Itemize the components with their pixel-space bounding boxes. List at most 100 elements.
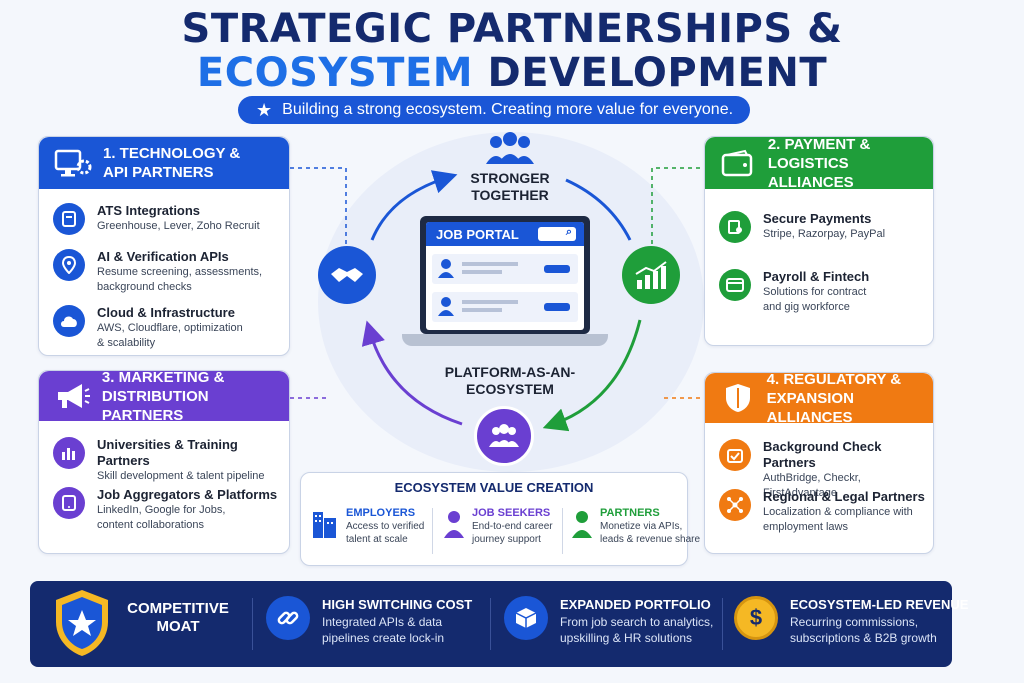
moat-desc: From job search to analytics, [560, 615, 714, 629]
marketing-title-1: 3. MARKETING & [101, 368, 225, 386]
technology-header: 1. TECHNOLOGY & API PARTNERS [39, 137, 289, 189]
stronger-together-label: STRONGER TOGETHER [440, 170, 580, 204]
value-desc: Access to verified [346, 521, 425, 532]
bar-chart-icon [53, 437, 85, 469]
value-title: JOB SEEKERS [472, 507, 551, 519]
item-desc: AWS, Cloudflare, optimization [97, 322, 243, 334]
platform-line2: ECOSYSTEM [466, 381, 554, 397]
stronger-text: STRONGER [470, 170, 550, 186]
item-desc: Localization & compliance with [763, 506, 913, 518]
divider [252, 598, 253, 650]
value-desc-2: talent at scale [346, 534, 408, 545]
search-field: ⌕ [538, 226, 576, 241]
value-desc: End-to-end career [472, 521, 553, 532]
moat-expanded-portfolio: EXPANDED PORTFOLIO From job search to ana… [504, 596, 713, 646]
growth-chart-icon [622, 246, 680, 304]
technology-partners-card: 1. TECHNOLOGY & API PARTNERS ATS Integrat… [38, 136, 290, 356]
moat-desc-2: upskilling & HR solutions [560, 631, 693, 645]
value-desc: Monetize via APIs, [600, 521, 683, 532]
cube-icon [504, 596, 548, 640]
tech-title-2: API PARTNERS [103, 164, 214, 181]
regulatory-header: 4. REGULATORY &EXPANSION ALLIANCES [705, 371, 933, 426]
job-portal-title: JOB PORTAL [436, 226, 519, 242]
laptop-base [402, 334, 608, 346]
item-desc-2: employment laws [763, 521, 848, 533]
cloud-upload-icon [53, 305, 85, 337]
item-title: Job Aggregators & Platforms [97, 487, 278, 502]
portal-listings [432, 254, 578, 322]
item-title: Universities & Training Partners [97, 437, 238, 468]
item-desc: Skill development & talent pipeline [97, 470, 265, 482]
competitive-moat-bar [30, 581, 952, 667]
together-text: TOGETHER [471, 187, 549, 203]
payment-title-1: 2. PAYMENT & [767, 135, 871, 153]
marketing-title-2: DISTRIBUTION PARTNERS [101, 387, 209, 424]
moat-desc-2: pipelines create lock-in [322, 631, 445, 645]
location-pin-icon [53, 249, 85, 281]
item-desc: Resume screening, assessments, [97, 266, 263, 278]
regulatory-title-2: EXPANSION ALLIANCES [766, 389, 854, 426]
handshake-icon [318, 246, 376, 304]
moat-title: EXPANDED PORTFOLIO [560, 597, 711, 612]
team-icon [482, 132, 538, 166]
value-desc-2: journey support [472, 534, 541, 545]
value-title: EMPLOYERS [346, 507, 416, 519]
moat-title: HIGH SWITCHING COST [322, 597, 473, 612]
value-creation-card [300, 472, 688, 566]
title-accent: ECOSYSTEM [196, 50, 474, 96]
item-desc: Stripe, Razorpay, PayPal [763, 228, 886, 240]
divider [562, 508, 563, 554]
value-job-seekers: JOB SEEKERS End-to-end career journey supp… [442, 506, 553, 546]
moat-desc-2: subscriptions & B2B growth [790, 631, 937, 645]
secure-payment-icon [719, 211, 751, 243]
shield-star-icon [52, 588, 112, 658]
network-icon [719, 489, 751, 521]
partner-person-icon [570, 506, 594, 546]
value-partners: PARTNERS Monetize via APIs, leads & revenu… [570, 506, 700, 546]
divider [722, 598, 723, 650]
item-desc-2: background checks [97, 281, 192, 293]
calendar-check-icon [719, 439, 751, 471]
regulatory-expansion-card: 4. REGULATORY &EXPANSION ALLIANCES Backg… [704, 371, 934, 554]
search-icon: ⌕ [565, 226, 572, 238]
job-portal-bar: JOB PORTAL ⌕ [426, 222, 584, 246]
tech-title-1: 1. TECHNOLOGY & [103, 145, 241, 162]
value-title: PARTNERS [600, 507, 660, 519]
link-icon [266, 596, 310, 640]
page-title-line2: ECOSYSTEM DEVELOPMENT [0, 50, 1024, 96]
megaphone-icon [53, 378, 92, 414]
moat-switching-cost: HIGH SWITCHING COST Integrated APIs & dat… [266, 596, 472, 646]
item-desc: Solutions for contract [763, 286, 867, 298]
divider [432, 508, 433, 554]
item-desc: AuthBridge, Checkr, FirstAdvantage [763, 472, 861, 499]
payment-title-2: LOGISTICS ALLIANCES [767, 154, 854, 191]
payment-header: 2. PAYMENT &LOGISTICS ALLIANCES [705, 135, 933, 191]
item-title: Regional & Legal Partners [763, 489, 925, 504]
wallet-icon [719, 145, 758, 181]
building-icon [310, 506, 340, 546]
payment-logistics-card: 2. PAYMENT &LOGISTICS ALLIANCES Secure P… [704, 136, 934, 346]
value-employers: EMPLOYERS Access to verified talent at sca… [310, 506, 424, 546]
divider [490, 598, 491, 650]
document-icon [53, 203, 85, 235]
moat-desc: Integrated APIs & data [322, 615, 443, 629]
moat-label: COMPETITIVE MOAT [118, 600, 238, 636]
moat-desc: Recurring commissions, [790, 615, 919, 629]
item-title: Payroll & Fintech [763, 269, 870, 284]
item-desc-2: & scalability [97, 337, 156, 349]
platform-label: PLATFORM-AS-AN- ECOSYSTEM [420, 364, 600, 398]
tablet-icon [53, 487, 85, 519]
value-desc-2: leads & revenue share [600, 534, 701, 545]
subtitle-banner: ★ Building a strong ecosystem. Creating … [238, 96, 750, 124]
item-title: ATS Integrations [97, 203, 201, 218]
item-title: Background Check Partners [763, 439, 882, 470]
card-icon [719, 269, 751, 301]
moat-line2: MOAT [156, 618, 200, 635]
title-rest: DEVELOPMENT [487, 50, 828, 96]
